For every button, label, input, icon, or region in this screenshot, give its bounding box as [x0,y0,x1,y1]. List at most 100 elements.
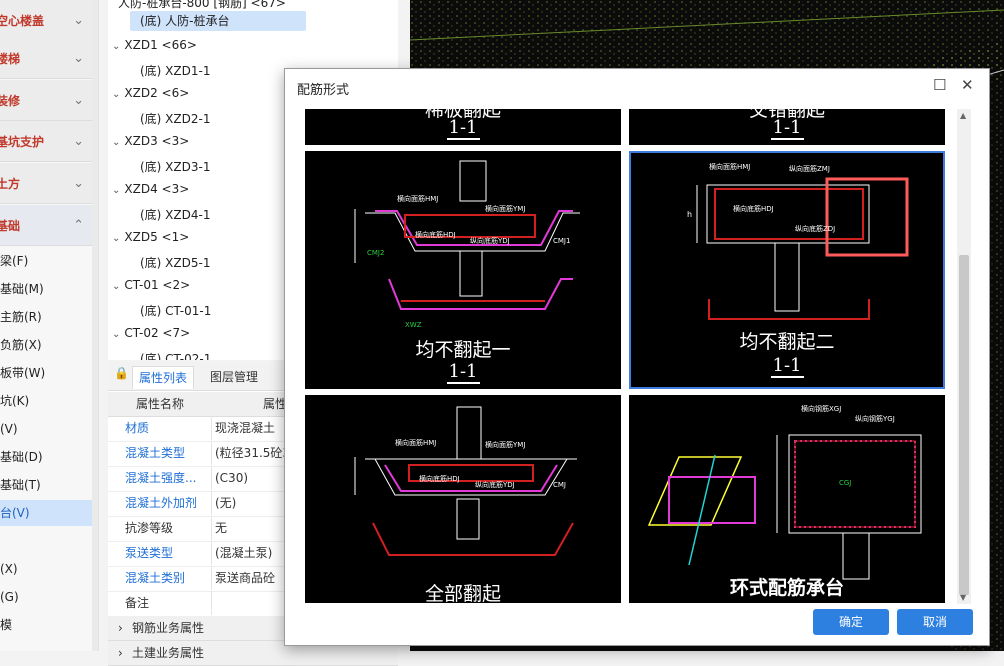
chevron-down-icon[interactable]: ⌄ [73,175,84,191]
property-row[interactable]: 混凝土强度...(C30) [108,466,398,492]
tree-node[interactable]: ⌄XZD1 <66> [112,38,197,52]
category-subitem[interactable]: 台(V) [0,500,92,526]
tree-node[interactable]: ⌄CT-02 <7> [112,326,190,340]
chevron-down-icon[interactable]: ⌄ [73,133,84,149]
tree-leaf[interactable]: (底) XZD4-1 [140,208,211,222]
property-value[interactable]: 无 [211,516,385,540]
property-group-label: 土建业务属性 [132,646,205,660]
lbl-cmj1: CMJ1 [553,237,570,245]
ok-button[interactable]: 确定 [813,609,889,635]
tree-node[interactable]: ⌄XZD2 <6> [112,86,189,100]
category-subitem[interactable]: 模 [0,618,13,632]
option-cell-top-right[interactable]: 交错翻起 1-1 [629,109,945,145]
property-row[interactable]: 混凝土类别泵送商品砼 [108,566,398,592]
category-subitem[interactable]: (X) [0,562,18,576]
chevron-down-icon[interactable]: ⌄ [112,137,121,148]
tree-node[interactable]: ⌄XZD3 <3> [112,134,189,148]
lbl-zmj: 横向面筋YMJ [485,440,525,449]
lbl-hdj: 横向底筋HDJ [415,230,456,239]
category-subitem[interactable]: 基础(M) [0,282,44,296]
property-row[interactable]: 泵送类型(混凝土泵) [108,541,398,567]
category-item[interactable]: 基础 ⌃ [0,205,92,246]
chevron-down-icon[interactable]: ⌄ [112,329,121,340]
category-item[interactable]: 基坑支护⌄ [0,121,92,162]
category-item[interactable]: 空心楼盖⌄ [0,0,92,41]
chevron-down-icon[interactable]: ⌄ [112,41,121,52]
category-subitem[interactable]: 梁(F) [0,254,29,268]
category-item[interactable]: 楼梯⌄ [0,38,92,79]
lbl-ydj: 纵向底筋YDJ [470,236,510,245]
chevron-up-icon[interactable]: ⌃ [73,217,84,233]
tree-leaf[interactable]: (底) CT-02-1 [140,352,212,360]
property-row[interactable]: 混凝土类型(粒径31.5砼3 [108,441,398,467]
property-value[interactable]: (粒径31.5砼3 [211,441,385,465]
section-label: 1-1 [446,117,480,140]
lbl-cmj: CMJ [553,481,566,489]
tree-leaf[interactable]: (底) XZD2-1 [140,112,211,126]
tree-leaf[interactable]: (底) CT-01-1 [140,304,212,318]
chevron-down-icon[interactable]: ⌄ [112,281,121,292]
category-subitem[interactable]: 负筋(X) [0,338,42,352]
category-subitem[interactable]: 基础(D) [0,450,43,464]
lbl-h: h [687,210,692,219]
tree-leaf[interactable]: (底) XZD3-1 [140,160,211,174]
option-cell-no-bend-1[interactable]: 横向面筋HMJ 横向面筋YMJ 横向底筋HDJ 纵向底筋YDJ CMJ2 CMJ… [305,151,621,389]
chevron-down-icon[interactable]: ⌄ [73,50,84,66]
chevron-right-icon[interactable]: › [118,621,123,635]
lbl-xgj: 横向钢筋XGJ [801,404,841,413]
lbl-xwz: XWZ [405,321,422,329]
category-subitem[interactable]: 板带(W) [0,366,46,380]
category-subitem[interactable]: 坑(K) [0,394,30,408]
lock-icon[interactable]: 🔒 [114,366,129,380]
option-cell-all-bend[interactable]: 横向面筋HMJ 横向面筋YMJ 横向底筋HDJ 纵向底筋YDJ CMJ 全部翻起 [305,395,621,603]
property-row[interactable]: 材质现浇混凝土 [108,416,398,442]
tree-leaf[interactable]: (底) XZD5-1 [140,256,211,270]
property-row[interactable]: 混凝土外加剂(无) [108,491,398,517]
tree-node-label: XZD2 <6> [124,86,190,100]
property-value[interactable]: (混凝土泵) [211,541,385,565]
property-value[interactable]: 现浇混凝土 [211,416,385,440]
tab-properties[interactable]: 属性列表 [132,366,195,389]
property-name: 抗渗等级 [125,521,174,535]
lbl-ygj: 纵向钢筋YGJ [855,414,895,423]
scroll-up-icon[interactable]: ▲ [960,111,967,120]
chevron-down-icon[interactable]: ⌄ [73,12,84,28]
category-subitem[interactable]: 基础(T) [0,478,41,492]
category-subitem[interactable]: (G) [0,590,19,604]
chevron-down-icon[interactable]: ⌄ [73,92,84,108]
property-row[interactable]: 抗渗等级 无 [108,516,398,542]
panel-splitter[interactable] [92,0,98,651]
property-value[interactable]: (无) [211,491,385,515]
option-cell-ring[interactable]: 横向钢筋XGJ 纵向钢筋YGJ CGJ 环式配筋承台 [629,395,945,603]
scroll-thumb[interactable] [959,255,969,595]
category-label: 基础 [0,218,21,233]
chevron-down-icon[interactable]: ⌄ [112,233,121,244]
property-value[interactable]: (C30) [211,466,385,490]
category-label: 装修 [0,93,21,108]
category-subitem[interactable]: 主筋(R) [0,310,42,324]
option-cell-no-bend-2[interactable]: 横向面筋HMJ 纵向面筋ZMJ 横向底筋HDJ 纵向底筋ZDJ h 均不翻起二 … [629,151,945,389]
close-icon[interactable]: ✕ [961,76,974,94]
tree-leaf-selected[interactable]: (底) 人防-桩承台 [130,11,306,31]
tab-layers[interactable]: 图层管理 [210,370,259,384]
chevron-down-icon[interactable]: ⌄ [112,185,121,196]
category-item[interactable]: 土方⌄ [0,163,92,204]
tree-node-top[interactable]: 人防-桩承台-800 [钢筋] <67> [118,0,286,10]
chevron-down-icon[interactable]: ⌄ [112,89,121,100]
chevron-right-icon[interactable]: › [118,646,123,660]
dialog-scrollbar[interactable]: ▲ ▼ [957,109,971,604]
tree-node[interactable]: ⌄XZD4 <3> [112,182,189,196]
tree-node[interactable]: ⌄XZD5 <1> [112,230,189,244]
category-subitem[interactable] [0,528,92,554]
tree-leaf[interactable]: (底) XZD1-1 [140,64,211,78]
category-subitem[interactable]: (V) [0,422,18,436]
rebar-diagram-2: 横向面筋HMJ 纵向面筋ZMJ 横向底筋HDJ 纵向底筋ZDJ h [687,162,909,320]
category-item[interactable]: 装修 ⌄ [0,80,92,121]
option-cell-top-left[interactable]: 稀板翻起 1-1 [305,109,621,145]
property-value[interactable] [211,591,385,615]
cancel-button[interactable]: 取消 [897,609,973,635]
tree-node[interactable]: ⌄CT-01 <2> [112,278,190,292]
scroll-down-icon[interactable]: ▼ [960,593,967,602]
maximize-icon[interactable]: ☐ [933,76,947,94]
property-value[interactable]: 泵送商品砼 [211,566,385,590]
